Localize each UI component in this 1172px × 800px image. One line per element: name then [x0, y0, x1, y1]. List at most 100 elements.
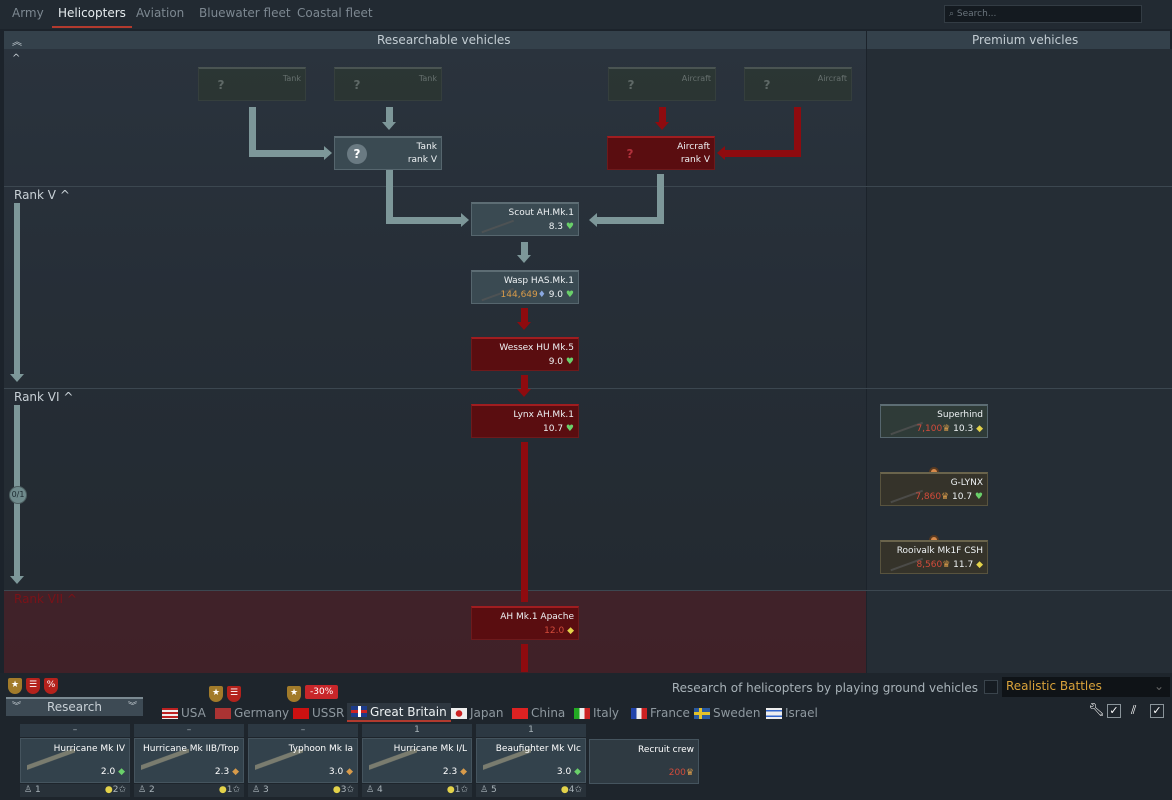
vehicle-node-aircraft-requirement[interactable]: ?Aircraft — [744, 67, 852, 101]
vehicle-node-tank-requirement[interactable]: ?Tank — [334, 67, 442, 101]
nation-tab-great-britain[interactable]: Great Britain — [347, 703, 451, 722]
wrench-icon[interactable]: 🔧︎ — [1088, 703, 1105, 718]
repair-checkbox[interactable]: ✓ — [1107, 704, 1121, 718]
game-mode-select[interactable]: Realistic Battles⌄ — [1002, 677, 1170, 697]
vehicle-node-tank-requirement[interactable]: ?Tank — [198, 67, 306, 101]
rank-shield-icon: ♥ — [974, 492, 983, 502]
section-header: ︽ Researchable vehicles Premium vehicles — [4, 31, 1170, 49]
tab-bluewater-fleet[interactable]: Bluewater fleet — [199, 6, 291, 20]
crew-slot-footer: ♙ 2●1✩ — [134, 784, 244, 797]
tab-coastal-fleet[interactable]: Coastal fleet — [297, 6, 373, 20]
nation-tab-usa[interactable]: USA — [162, 706, 206, 720]
rank-shield-icon: ♥ — [565, 222, 574, 232]
crew-icon: ♙ — [138, 785, 147, 795]
rank-diamond-icon: ◆ — [976, 560, 983, 570]
arrow-left-icon — [717, 146, 725, 160]
crew-slot-header: – — [248, 724, 358, 737]
tab-helicopters[interactable]: Helicopters — [52, 6, 132, 28]
aircraft-icon — [27, 749, 75, 771]
star-badge-icon: ★ — [209, 686, 223, 702]
collapse-all-icon[interactable]: ︽ — [12, 37, 22, 48]
rank-progress-line — [14, 203, 20, 375]
chevron-down-icon: ⌄ — [1153, 679, 1164, 693]
unknown-icon: ? — [353, 78, 361, 92]
vehicle-node-aircraft-requirement[interactable]: ?Aircraft — [608, 67, 716, 101]
sweden-flag-icon — [694, 707, 710, 719]
rank-diamond-icon: ◆ — [567, 626, 574, 636]
chevron-double-down-icon: ︾ — [127, 702, 137, 712]
aircraft-icon — [255, 749, 303, 771]
search-input[interactable]: ⌕ Search... — [944, 5, 1142, 23]
tab-army[interactable]: Army — [12, 6, 44, 20]
connector — [794, 107, 801, 157]
nation-tab-israel[interactable]: Israel — [766, 706, 818, 720]
nation-tab-france[interactable]: France — [631, 706, 690, 720]
collapse-icon[interactable]: ^ — [12, 53, 21, 64]
ammo-icon[interactable]: ⫽ — [1131, 703, 1137, 717]
nation-tab-china[interactable]: China — [512, 706, 565, 720]
connector — [659, 107, 666, 123]
connector — [521, 644, 528, 672]
nation-tab-sweden[interactable]: Sweden — [694, 706, 760, 720]
crew-slot-footer: ♙ 1●2✩ — [20, 784, 130, 797]
arrow-down-icon — [382, 122, 396, 130]
golden-eagle-icon: ♛ — [942, 424, 951, 434]
rank-vi-label[interactable]: Rank VI ^ — [14, 390, 74, 404]
rank-diamond-icon: ◆ — [232, 767, 239, 777]
connector — [521, 242, 528, 256]
connector — [386, 107, 393, 123]
rank-diamond-icon: ◆ — [346, 767, 353, 777]
list-badge-icon: ☰ — [227, 686, 241, 702]
usa-flag-icon — [162, 707, 178, 719]
rank-vii-label[interactable]: Rank VII ^ — [14, 592, 77, 606]
ammo-checkbox[interactable]: ✓ — [1150, 704, 1164, 718]
discount-badge: -30% — [305, 685, 339, 699]
arrow-down-icon — [517, 389, 531, 397]
golden-eagle-icon: ♛ — [942, 560, 951, 570]
rank-divider — [4, 186, 1172, 187]
arrow-down-icon — [517, 322, 531, 330]
nation-tab-italy[interactable]: Italy — [574, 706, 619, 720]
connector — [597, 217, 664, 224]
tab-aviation[interactable]: Aviation — [136, 6, 185, 20]
rank-shield-icon: ♥ — [565, 357, 574, 367]
connector — [725, 150, 801, 157]
arrow-left-icon — [589, 213, 597, 227]
golden-eagle-icon: ♛ — [941, 492, 950, 502]
nation-tab-germany[interactable]: Germany — [215, 706, 289, 720]
crew-slot-header: 1 — [362, 724, 472, 737]
rank-v-label[interactable]: Rank V ^ — [14, 188, 70, 202]
skill-icon: ✩ — [346, 785, 354, 795]
connector — [386, 170, 393, 224]
research-button[interactable]: ︾Research︾ — [6, 697, 143, 716]
connector — [249, 107, 256, 157]
rank-diamond-icon: ◆ — [976, 424, 983, 434]
research-option-checkbox[interactable] — [984, 680, 998, 694]
arrow-down-icon — [10, 374, 24, 382]
nation-tab-japan[interactable]: Japan — [451, 706, 503, 720]
golden-eagle-icon: ♛ — [685, 768, 694, 778]
nation-tab-ussr[interactable]: USSR — [293, 706, 344, 720]
star-badge-icon: ★ — [8, 678, 22, 694]
